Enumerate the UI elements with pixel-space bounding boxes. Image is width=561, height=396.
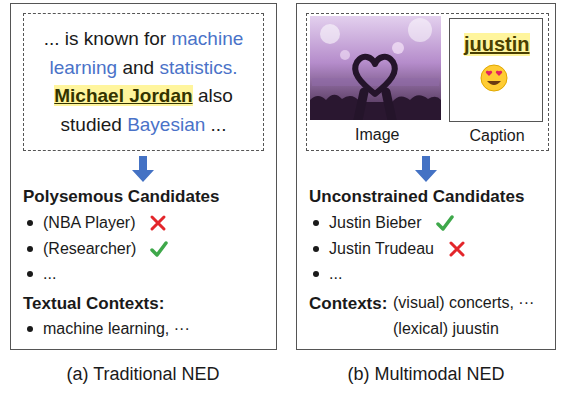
wrong-mark bbox=[152, 217, 164, 229]
panel-box: juustinCaptionImageUnconstrained Candida… bbox=[296, 3, 556, 350]
down-arrow bbox=[415, 156, 437, 182]
text-row: machine learning, ··· bbox=[27, 320, 190, 338]
text-row: Contexts: bbox=[309, 294, 387, 314]
correct-mark bbox=[438, 217, 452, 229]
passage-text: ... bbox=[211, 114, 227, 135]
text-row: (Researcher) bbox=[27, 240, 168, 258]
wrong-mark bbox=[149, 214, 167, 232]
section-heading: Polysemous Candidates bbox=[23, 187, 220, 207]
text-row: Justin Bieber bbox=[313, 214, 454, 232]
item-text: Image bbox=[355, 126, 399, 144]
text-row: (lexical) juustin bbox=[393, 320, 499, 338]
item-text: (visual) concerts, ··· bbox=[393, 294, 534, 312]
context-word: statistics. bbox=[159, 57, 237, 78]
text-row: juustin bbox=[464, 33, 530, 56]
text-row: Textual Contexts: bbox=[23, 294, 164, 314]
input-box: ... is known for machine learning and st… bbox=[23, 13, 264, 151]
heart-eyes-emoji bbox=[481, 65, 507, 91]
item-text: (lexical) juustin bbox=[393, 320, 499, 338]
context-word: Bayesian bbox=[127, 114, 205, 135]
bullet-dot bbox=[27, 220, 33, 226]
subfigure-caption: (a) Traditional NED bbox=[67, 364, 220, 385]
text-row: ... bbox=[27, 265, 56, 283]
item-text: ... bbox=[43, 265, 56, 283]
section-heading: Textual Contexts: bbox=[23, 294, 164, 314]
entity-mention: Michael Jordan bbox=[54, 85, 192, 106]
down-arrow bbox=[132, 156, 154, 182]
bullet-dot bbox=[313, 246, 319, 252]
item-text: ... bbox=[329, 265, 342, 283]
text-row: Justin Trudeau bbox=[313, 240, 466, 258]
text-row: ... bbox=[313, 265, 342, 283]
bullet-dot bbox=[313, 220, 319, 226]
concert-photo bbox=[310, 16, 441, 120]
item-text: Justin Trudeau bbox=[329, 240, 434, 258]
text-row: (visual) concerts, ··· bbox=[393, 294, 534, 312]
bullet-dot bbox=[27, 246, 33, 252]
text-area: ... is known for machine learning and st… bbox=[30, 14, 257, 150]
caption-word: juustin bbox=[464, 33, 530, 56]
correct-mark bbox=[436, 214, 454, 232]
section-heading: Unconstrained Candidates bbox=[309, 187, 524, 207]
wrong-mark bbox=[451, 243, 463, 255]
section-heading: Contexts: bbox=[309, 294, 387, 314]
wrong-mark bbox=[448, 240, 466, 258]
passage-text: and bbox=[122, 57, 154, 78]
correct-mark bbox=[152, 243, 166, 255]
text-row: Unconstrained Candidates bbox=[309, 187, 524, 207]
bullet-dot bbox=[27, 326, 33, 332]
bullet-dot bbox=[313, 271, 319, 277]
item-text: machine learning, ··· bbox=[43, 320, 190, 338]
caption-box: juustinCaption bbox=[449, 18, 543, 122]
text-row: Polysemous Candidates bbox=[23, 187, 220, 207]
item-text: Justin Bieber bbox=[329, 214, 422, 232]
text-row: Caption bbox=[470, 127, 525, 145]
input-box: juustinCaptionImage bbox=[306, 13, 549, 151]
item-text: (NBA Player) bbox=[43, 214, 135, 232]
item-text: (Researcher) bbox=[43, 240, 136, 258]
panel-box: ... is known for machine learning and st… bbox=[10, 3, 277, 350]
text-row: Image bbox=[355, 126, 399, 144]
bullet-dot bbox=[27, 271, 33, 277]
subfigure-caption: (b) Multimodal NED bbox=[348, 364, 505, 385]
text-row: (NBA Player) bbox=[27, 214, 167, 232]
passage-text: ... is known for bbox=[44, 28, 167, 49]
passage: ... is known for machine learning and st… bbox=[30, 25, 257, 139]
item-text: Caption bbox=[470, 127, 525, 145]
correct-mark bbox=[150, 240, 168, 258]
